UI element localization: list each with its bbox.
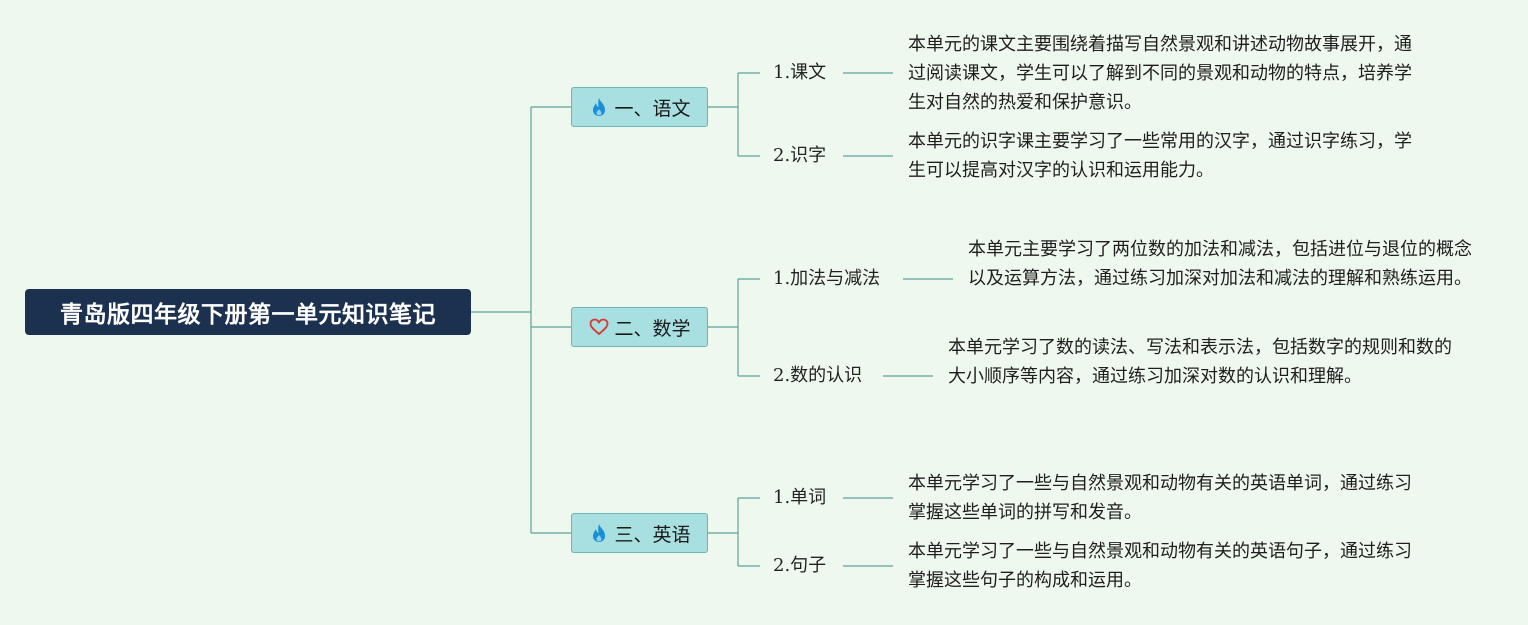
connector-topic-3-bracket bbox=[708, 497, 760, 567]
subtopic-number-recognition[interactable]: 2.数的认识 bbox=[773, 365, 863, 386]
subtopic-character-recognition[interactable]: 2.识字 bbox=[773, 145, 827, 166]
subtopic-words[interactable]: 1.单词 bbox=[773, 487, 827, 508]
connector-topic-1-bracket bbox=[708, 72, 760, 157]
flame-icon bbox=[588, 96, 610, 118]
description-lesson: 本单元的课文主要围绕着描写自然景观和讲述动物故事展开，通过阅读课文，学生可以了解… bbox=[908, 34, 1412, 113]
topic-label: 三、英语 bbox=[614, 523, 691, 546]
topic-label: 二、数学 bbox=[614, 317, 691, 340]
subtopic-lesson[interactable]: 1.课文 bbox=[773, 62, 827, 83]
description-addition-subtraction: 本单元主要学习了两位数的加法和减法，包括进位与退位的概念以及运算方法，通过练习加… bbox=[968, 239, 1472, 289]
root-title: 青岛版四年级下册第一单元知识笔记 bbox=[60, 302, 436, 328]
subtopic-sentences[interactable]: 2.句子 bbox=[773, 555, 827, 576]
description-number-recognition: 本单元学习了数的读法、写法和表示法，包括数字的规则和数的大小顺序等内容，通过练习… bbox=[948, 337, 1452, 387]
topic-chinese[interactable]: 一、语文 bbox=[571, 87, 708, 127]
description-sentences: 本单元学习了一些与自然景观和动物有关的英语句子，通过练习掌握这些句子的构成和运用… bbox=[908, 541, 1412, 591]
description-character-recognition: 本单元的识字课主要学习了一些常用的汉字，通过识字练习，学生可以提高对汉字的认识和… bbox=[908, 131, 1412, 181]
topic-english[interactable]: 三、英语 bbox=[571, 513, 708, 553]
flame-icon bbox=[588, 522, 610, 544]
topic-label: 一、语文 bbox=[614, 97, 691, 120]
heart-icon bbox=[588, 316, 610, 338]
topic-math[interactable]: 二、数学 bbox=[571, 307, 708, 347]
description-words: 本单元学习了一些与自然景观和动物有关的英语单词，通过练习掌握这些单词的拼写和发音… bbox=[908, 473, 1412, 523]
connector-topic-2-bracket bbox=[708, 278, 760, 377]
subtopic-addition-subtraction[interactable]: 1.加法与减法 bbox=[773, 268, 881, 289]
root-node[interactable]: 青岛版四年级下册第一单元知识笔记 bbox=[25, 289, 471, 335]
